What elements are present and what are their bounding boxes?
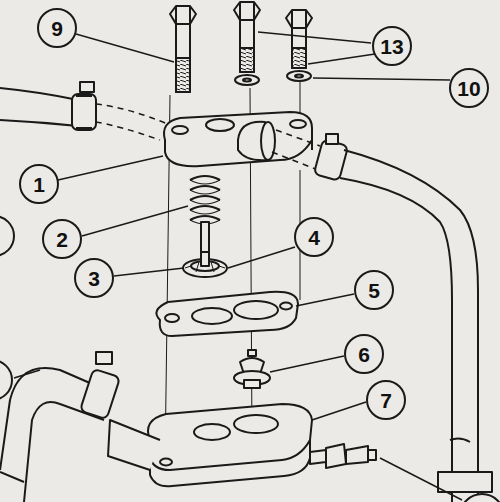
callout-text: 2	[56, 229, 68, 250]
callout-number: 5	[354, 270, 394, 310]
callout-number: 10	[449, 68, 489, 108]
callout-number: 1	[19, 164, 59, 204]
gasket	[156, 292, 298, 336]
bypass-valve	[183, 222, 227, 277]
callout-number: 9	[37, 8, 77, 48]
bolt	[170, 6, 196, 92]
temperature-sensor	[310, 444, 376, 468]
callout-text: 10	[457, 78, 480, 99]
callout-text: 7	[380, 390, 392, 411]
callout-text: 5	[368, 280, 380, 301]
upper-left-hose	[0, 82, 170, 140]
callout-text: 9	[51, 18, 63, 39]
spring	[190, 176, 220, 224]
thermostat-housing-cover	[164, 112, 312, 166]
callout-number: 2	[42, 219, 82, 259]
callout-text: 3	[88, 268, 100, 289]
thermostat	[234, 350, 270, 388]
callout-number: 6	[344, 334, 384, 374]
callout-text: 6	[358, 344, 370, 365]
bolt	[286, 10, 312, 81]
callout-number: 3	[74, 258, 114, 298]
leader-line	[58, 32, 450, 420]
callout-number: 13	[372, 26, 412, 66]
callout-number: 4	[294, 217, 334, 257]
lower-left-hose	[0, 352, 120, 502]
thermostat-housing	[108, 404, 312, 486]
bolt	[234, 2, 260, 85]
callout-text: 4	[308, 227, 320, 248]
callout-number: 7	[366, 380, 406, 420]
partial-callout	[0, 216, 500, 502]
callout-text: 1	[33, 174, 45, 195]
callout-text: 13	[380, 36, 403, 57]
